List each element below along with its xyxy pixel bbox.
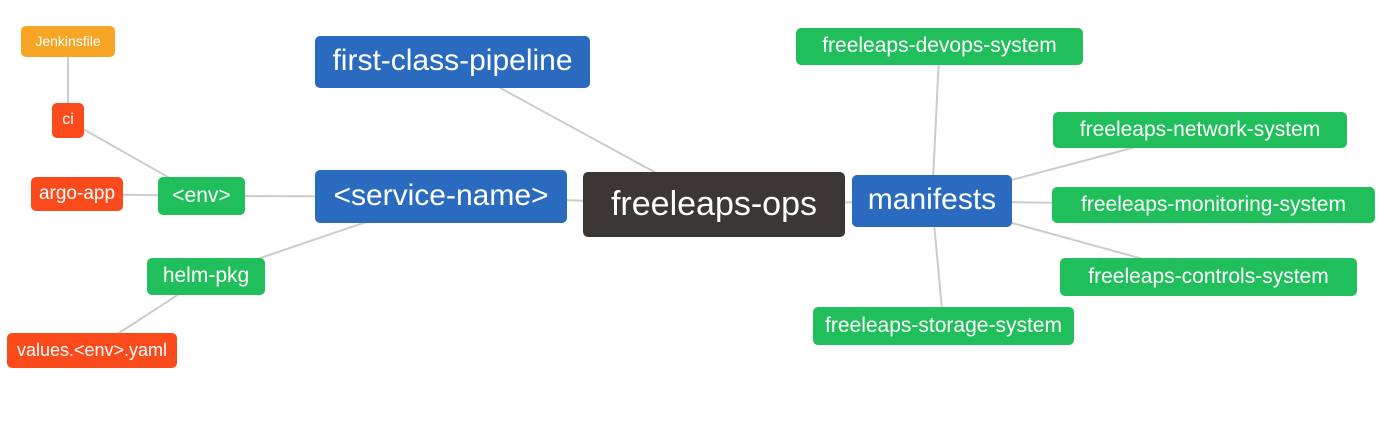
node-first-class-pipeline[interactable]: first-class-pipeline [315,36,590,88]
node-network-system[interactable]: freeleaps-network-system [1053,112,1347,148]
node-storage-system[interactable]: freeleaps-storage-system [813,307,1074,345]
node-manifests[interactable]: manifests [852,175,1012,227]
node-jenkinsfile[interactable]: Jenkinsfile [21,26,115,57]
node-freeleaps-ops[interactable]: freeleaps-ops [583,172,845,237]
node-monitoring-system[interactable]: freeleaps-monitoring-system [1052,187,1375,223]
node-devops-system[interactable]: freeleaps-devops-system [796,28,1083,65]
node-env[interactable]: <env> [158,177,245,215]
node-values-env-yaml[interactable]: values.<env>.yaml [7,333,177,368]
node-argo-app[interactable]: argo-app [31,177,123,211]
node-controls-system[interactable]: freeleaps-controls-system [1060,258,1357,296]
node-ci[interactable]: ci [52,103,84,138]
node-service-name[interactable]: <service-name> [315,170,567,223]
node-helm-pkg[interactable]: helm-pkg [147,258,265,295]
